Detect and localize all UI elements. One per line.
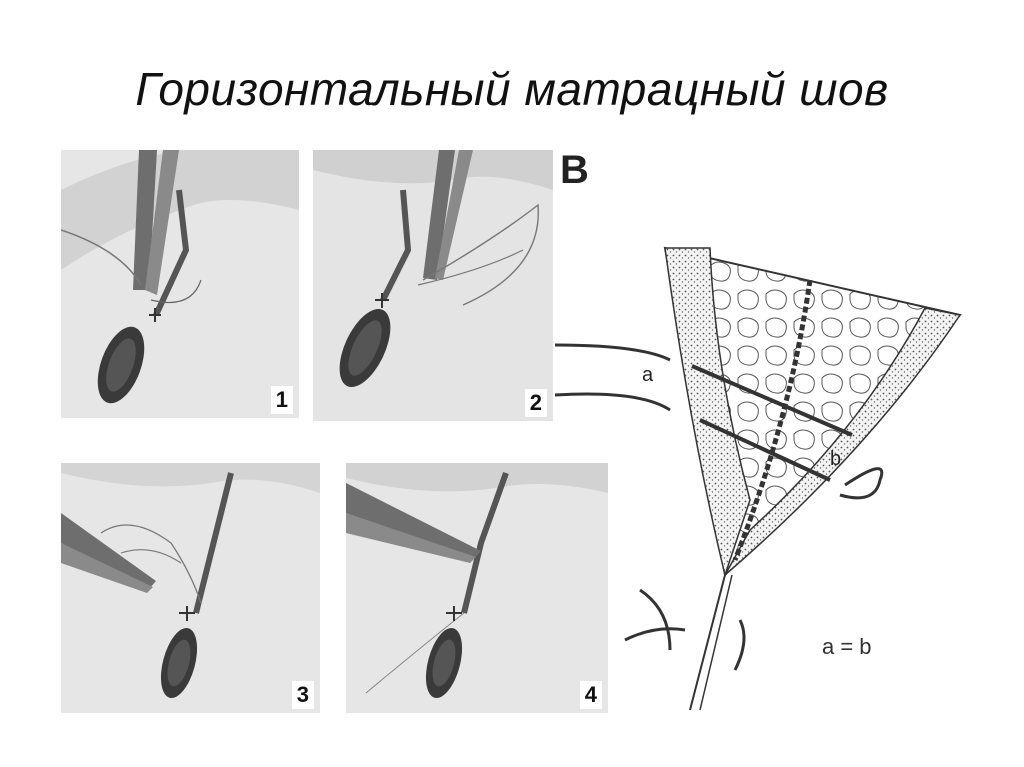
mattress-suture-diagram: a b [540, 230, 980, 735]
panel-letter: B [560, 148, 589, 192]
photo-number-3: 3 [291, 681, 314, 709]
suture-photo-4: 4 [346, 463, 608, 713]
slide-title: Горизонтальный матрацный шов [135, 63, 889, 115]
photo-number-4: 4 [579, 681, 602, 709]
photo-number-2: 2 [524, 389, 547, 417]
label-a: a [642, 364, 654, 386]
equation-label: a = b [822, 634, 872, 659]
suture-photo-2: 2 [313, 150, 553, 421]
suture-photo-3: 3 [61, 463, 320, 713]
suture-photo-1: 1 [61, 150, 299, 418]
photo-number-1: 1 [270, 386, 293, 414]
label-b: b [830, 448, 842, 470]
